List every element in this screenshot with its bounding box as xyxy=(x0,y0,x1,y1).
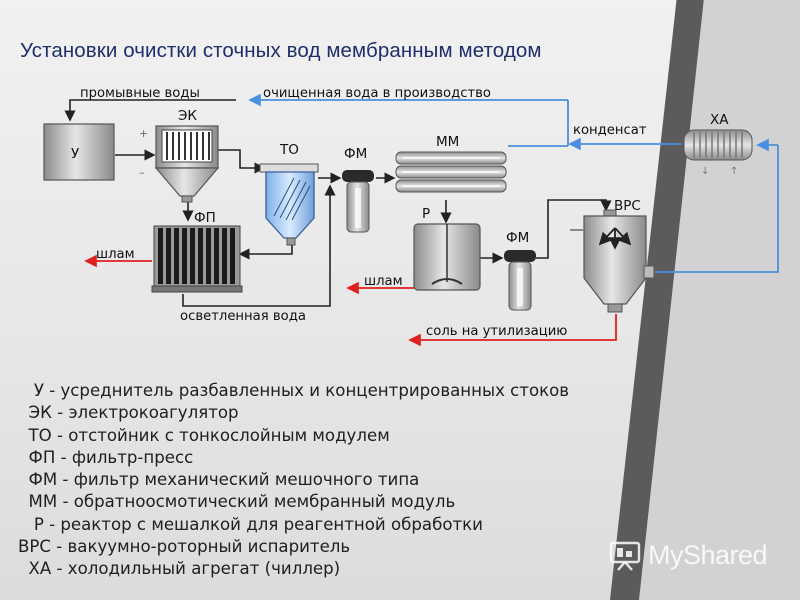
thin-layer-settler: ТО xyxy=(259,142,319,246)
equalizer-tank: У xyxy=(43,123,115,181)
electrocoagulator-plus: + xyxy=(139,127,148,140)
reactor-with-mixer: Р xyxy=(413,206,481,291)
legend-item: ММ - обратноосмотический мембранный моду… xyxy=(18,492,456,512)
legend-item: ХА - холодильный агрегат (чиллер) xyxy=(18,559,341,579)
legend-item: ФМ - фильтр механический мешочного типа xyxy=(18,470,420,490)
filter-press: ФП xyxy=(151,210,243,293)
bag-filter-1: ФМ xyxy=(342,146,374,233)
equalizer-label: У xyxy=(71,146,79,162)
bag-filter-1-label: ФМ xyxy=(344,146,367,162)
bag-filter-2: ФМ xyxy=(504,230,536,311)
watermark: MyShared xyxy=(608,538,780,572)
legend-item: Р - реактор с мешалкой для реагентной об… xyxy=(18,514,483,534)
legend-item: ЭК - электрокоагулятор xyxy=(18,403,239,423)
sludge-label-1: шлам xyxy=(96,247,135,262)
filter-press-label: ФП xyxy=(194,210,216,226)
fm2-to-vrs-line xyxy=(536,199,612,259)
reactor-label: Р xyxy=(422,206,430,222)
slide-title: Установки очистки сточных вод мембранным… xyxy=(20,39,542,62)
purified-water-label: очищенная вода в производство xyxy=(263,86,491,101)
chiller-pin-2: ↑ xyxy=(730,166,738,177)
vacuum-rotary-evaporator: ВРС xyxy=(570,198,655,313)
condensate-label: конденсат xyxy=(573,123,647,138)
chiller-pin-1: ↓ xyxy=(701,166,709,177)
clarified-water-line xyxy=(182,184,336,307)
presentation-icon xyxy=(609,541,641,571)
xa-return-line xyxy=(646,145,779,273)
membrane-module-label: ММ xyxy=(436,134,459,150)
settler-label: ТО xyxy=(279,142,299,158)
legend: У - усреднитель разбавленных и концентри… xyxy=(18,380,569,581)
salt-label: соль на утилизацию xyxy=(426,324,567,339)
electrocoagulator-minus: – xyxy=(139,166,145,179)
clarified-water-label: осветленная вода xyxy=(180,309,306,324)
legend-item: ВРС - вакуумно-роторный испаритель xyxy=(18,537,351,557)
chiller-label: ХА xyxy=(710,112,729,128)
salt-line xyxy=(408,314,617,347)
chiller-unit: ХА ↓ ↑ xyxy=(683,112,753,177)
electrocoagulator-label: ЭК xyxy=(178,108,197,124)
legend-item: У - усреднитель разбавленных и концентри… xyxy=(18,381,570,400)
wash-water-label: промывные воды xyxy=(80,86,200,101)
membrane-module: ММ xyxy=(395,134,507,193)
evaporator-label: ВРС xyxy=(614,198,641,214)
electrocoagulator: ЭК + – xyxy=(139,108,220,203)
bag-filter-2-label: ФМ xyxy=(506,230,529,246)
wash-water-line xyxy=(64,99,236,122)
sludge-label-2: шлам xyxy=(364,274,403,289)
process-diagram: промывные воды очищенная вода в производ… xyxy=(43,86,779,347)
legend-item: ТО - отстойник с тонкослойным модулем xyxy=(18,425,390,445)
watermark-text: MyShared xyxy=(648,539,768,570)
to-to-fp-line xyxy=(238,244,293,260)
ek-to-to-line xyxy=(218,149,266,174)
legend-item: ФП - фильтр-пресс xyxy=(18,447,194,467)
